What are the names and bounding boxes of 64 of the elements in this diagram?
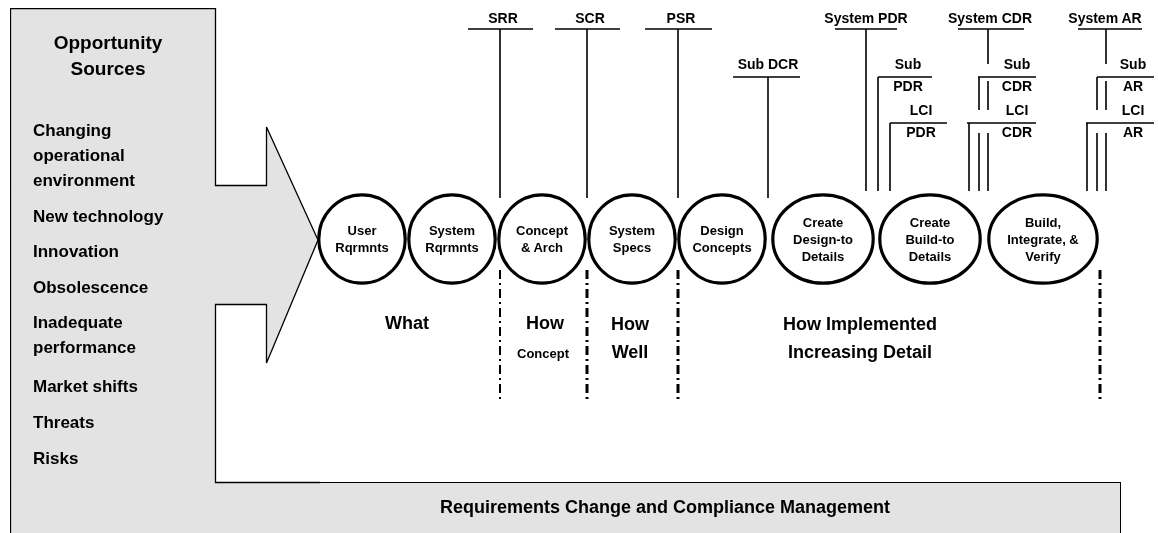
milestone-label: Sub [894,55,922,73]
phase-label: Build, Integrate, & Verify [1006,213,1080,265]
phase-group-label: What [384,312,430,335]
milestone-label: LCI [1121,101,1145,119]
phase-label: Concept & Arch [515,222,569,256]
phase-circle [407,193,497,285]
leader-line [877,76,933,192]
phase-label: System Rqrmnts [424,222,480,256]
leader-line [834,28,898,192]
milestone-label: CDR [1001,123,1033,141]
phase-circle [677,193,767,285]
leader-line [1096,76,1155,192]
milestone-label: SCR [575,9,605,27]
phase-label: Create Build-to Details [904,213,956,265]
leader-line [977,76,1037,192]
source-item: Market shifts [33,376,139,398]
phase-label: System Specs [607,222,657,256]
milestone-label: AR [1122,123,1144,141]
source-item: Innovation [33,241,120,263]
leader-line [644,28,713,199]
phase-group-label: Concept [516,345,570,363]
frame-heading: Opportunity Sources [52,31,164,81]
source-item: Risks [33,448,80,470]
milestone-label: System PDR [824,9,908,27]
leader-line [467,28,534,199]
leader-line [732,76,801,199]
leader-line [966,122,1037,192]
opportunity-arrow-frame [10,8,320,533]
milestone-label: Sub [1119,55,1147,73]
milestone-label: PDR [893,77,923,95]
phase-circle [497,193,587,285]
milestone-label: PSR [666,9,696,27]
phase-circle [987,193,1099,285]
phase-circle [771,193,875,285]
source-item: New technology [33,206,165,228]
phase-group-label: How Implemented Increasing Detail [782,313,938,364]
phase-circle [878,193,982,285]
milestone-label: LCI [1005,101,1029,119]
milestone-label: CDR [1001,77,1033,95]
source-item: Inadequate performance [33,312,137,359]
milestone-label: SRR [488,9,518,27]
leader-line [554,28,621,199]
leader-line [889,122,948,192]
phase-group-label: How [525,312,565,335]
source-item: Threats [33,412,96,434]
milestone-label: AR [1122,77,1144,95]
phase-circle [587,193,677,285]
milestone-label: System AR [1068,9,1142,27]
milestone-label: Sub [1003,55,1031,73]
milestone-label: PDR [906,123,936,141]
source-item: Obsolescence [33,277,150,299]
leader-line [1077,28,1143,192]
phase-label: Create Design-to Details [792,213,854,265]
leader-line [1085,122,1155,192]
leader-line [957,28,1025,192]
band-label: Requirements Change and Compliance Management [438,496,892,519]
phase-circle [317,193,407,285]
milestone-label: System CDR [948,9,1032,27]
phase-label: User Rqrmnts [334,222,390,256]
source-item: Changing operational environment [33,120,137,192]
phase-group-label: How Well [610,313,650,364]
milestone-label: Sub DCR [737,55,799,73]
milestone-label: LCI [909,101,933,119]
phase-label: Design Concepts [691,222,753,256]
